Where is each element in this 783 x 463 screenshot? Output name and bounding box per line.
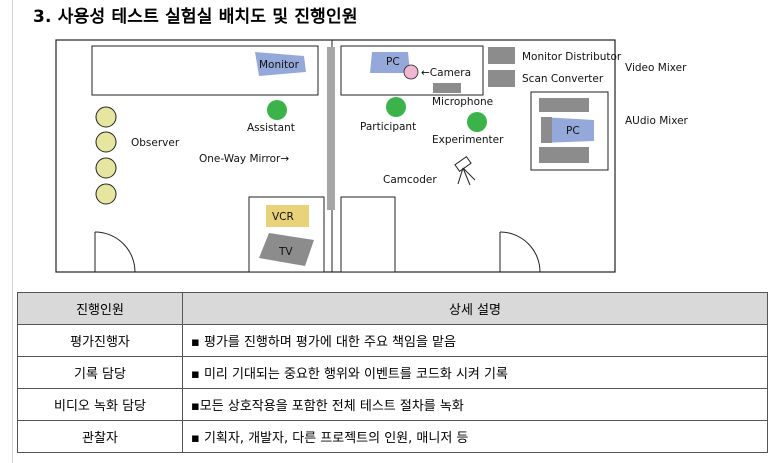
staff-roles-table: 진행인원 상세 설명 평가진행자 ▪ 평가를 진행하며 평가에 대한 주요 책임…: [17, 292, 768, 453]
description-cell: ▪ 기획자, 개발자, 다른 프로젝트의 인원, 매니저 등: [182, 420, 768, 453]
table-row: 비디오 녹화 담당 ▪모든 상호작용을 포함한 전체 테스트 절차를 녹화: [17, 388, 768, 421]
vcr-label: VCR: [272, 211, 294, 223]
scan-converter-icon: [488, 70, 515, 87]
audio-mixer-icon: [539, 147, 589, 163]
observer-seat-icon: [95, 106, 117, 128]
right-door: [499, 231, 541, 273]
scan-converter-label: Scan Converter: [522, 73, 604, 85]
camcoder-icon: [454, 156, 476, 186]
camcoder-label: Camcoder: [383, 174, 437, 186]
camera-icon: [403, 64, 419, 80]
room-outline: [55, 39, 616, 273]
role-cell: 평가진행자: [17, 324, 183, 357]
camera-label: ←Camera: [421, 67, 471, 79]
observer-seat-icon: [95, 183, 117, 205]
monitor-distributor-icon: [488, 47, 515, 64]
tv-label: TV: [278, 246, 293, 258]
pc-icon: [370, 52, 410, 73]
monitor-distributor-label: Monitor Distributor: [522, 51, 622, 63]
page-title: 3. 사용성 테스트 실험실 배치도 및 진행인원: [33, 7, 358, 27]
microphone-label: Microphone: [432, 96, 493, 108]
vcr-icon: [266, 205, 309, 227]
participant-person-icon: [386, 97, 406, 117]
table-row: 기록 담당 ▪ 미리 기대되는 중요한 행위와 이벤트를 코드화 시켜 기록: [17, 356, 768, 389]
monitor-label: Monitor: [259, 59, 300, 71]
right-door-frame: [340, 196, 396, 273]
rack-tower-icon: [541, 117, 552, 143]
tv-icon: [259, 233, 314, 266]
left-door: [94, 231, 136, 273]
monitor-icon: [255, 52, 306, 76]
table-header-row: 진행인원 상세 설명: [17, 292, 768, 325]
table-row: 평가진행자 ▪ 평가를 진행하며 평가에 대한 주요 책임을 맡음: [17, 324, 768, 357]
pc-label: PC: [386, 56, 400, 68]
left-margin-rule: [12, 0, 13, 463]
assistant-label: Assistant: [247, 122, 295, 134]
rack-pc-label: PC: [566, 125, 580, 137]
role-cell: 관찰자: [17, 420, 183, 453]
column-header: 진행인원: [17, 292, 183, 325]
description-cell: ▪모든 상호작용을 포함한 전체 테스트 절차를 녹화: [182, 388, 768, 421]
table-row: 관찰자 ▪ 기획자, 개발자, 다른 프로젝트의 인원, 매니저 등: [17, 420, 768, 453]
microphone-icon: [433, 83, 461, 93]
participant-label: Participant: [360, 121, 416, 133]
role-cell: 비디오 녹화 담당: [17, 388, 183, 421]
column-header: 상세 설명: [182, 292, 768, 325]
observer-label: Observer: [131, 137, 180, 149]
audio-mixer-label: AUdio Mixer: [625, 115, 689, 127]
description-cell: ▪ 평가를 진행하며 평가에 대한 주요 책임을 맡음: [182, 324, 768, 357]
video-mixer-icon: [539, 98, 589, 112]
observer-seat-icon: [95, 131, 117, 153]
rack-pc-icon: [541, 117, 594, 143]
assistant-person-icon: [267, 100, 287, 120]
role-cell: 기록 담당: [17, 356, 183, 389]
video-mixer-label: Video Mixer: [625, 62, 687, 74]
one-way-mirror: [327, 47, 335, 210]
description-cell: ▪ 미리 기대되는 중요한 행위와 이벤트를 코드화 시켜 기록: [182, 356, 768, 389]
observer-seat-icon: [95, 157, 117, 179]
lab-floor-plan: Monitor Assistant Observer One-Way Mirro…: [55, 39, 689, 273]
one-way-mirror-label: One-Way Mirror→: [199, 153, 289, 165]
experimenter-person-icon: [467, 112, 487, 132]
experimenter-label: Experimenter: [432, 134, 504, 146]
